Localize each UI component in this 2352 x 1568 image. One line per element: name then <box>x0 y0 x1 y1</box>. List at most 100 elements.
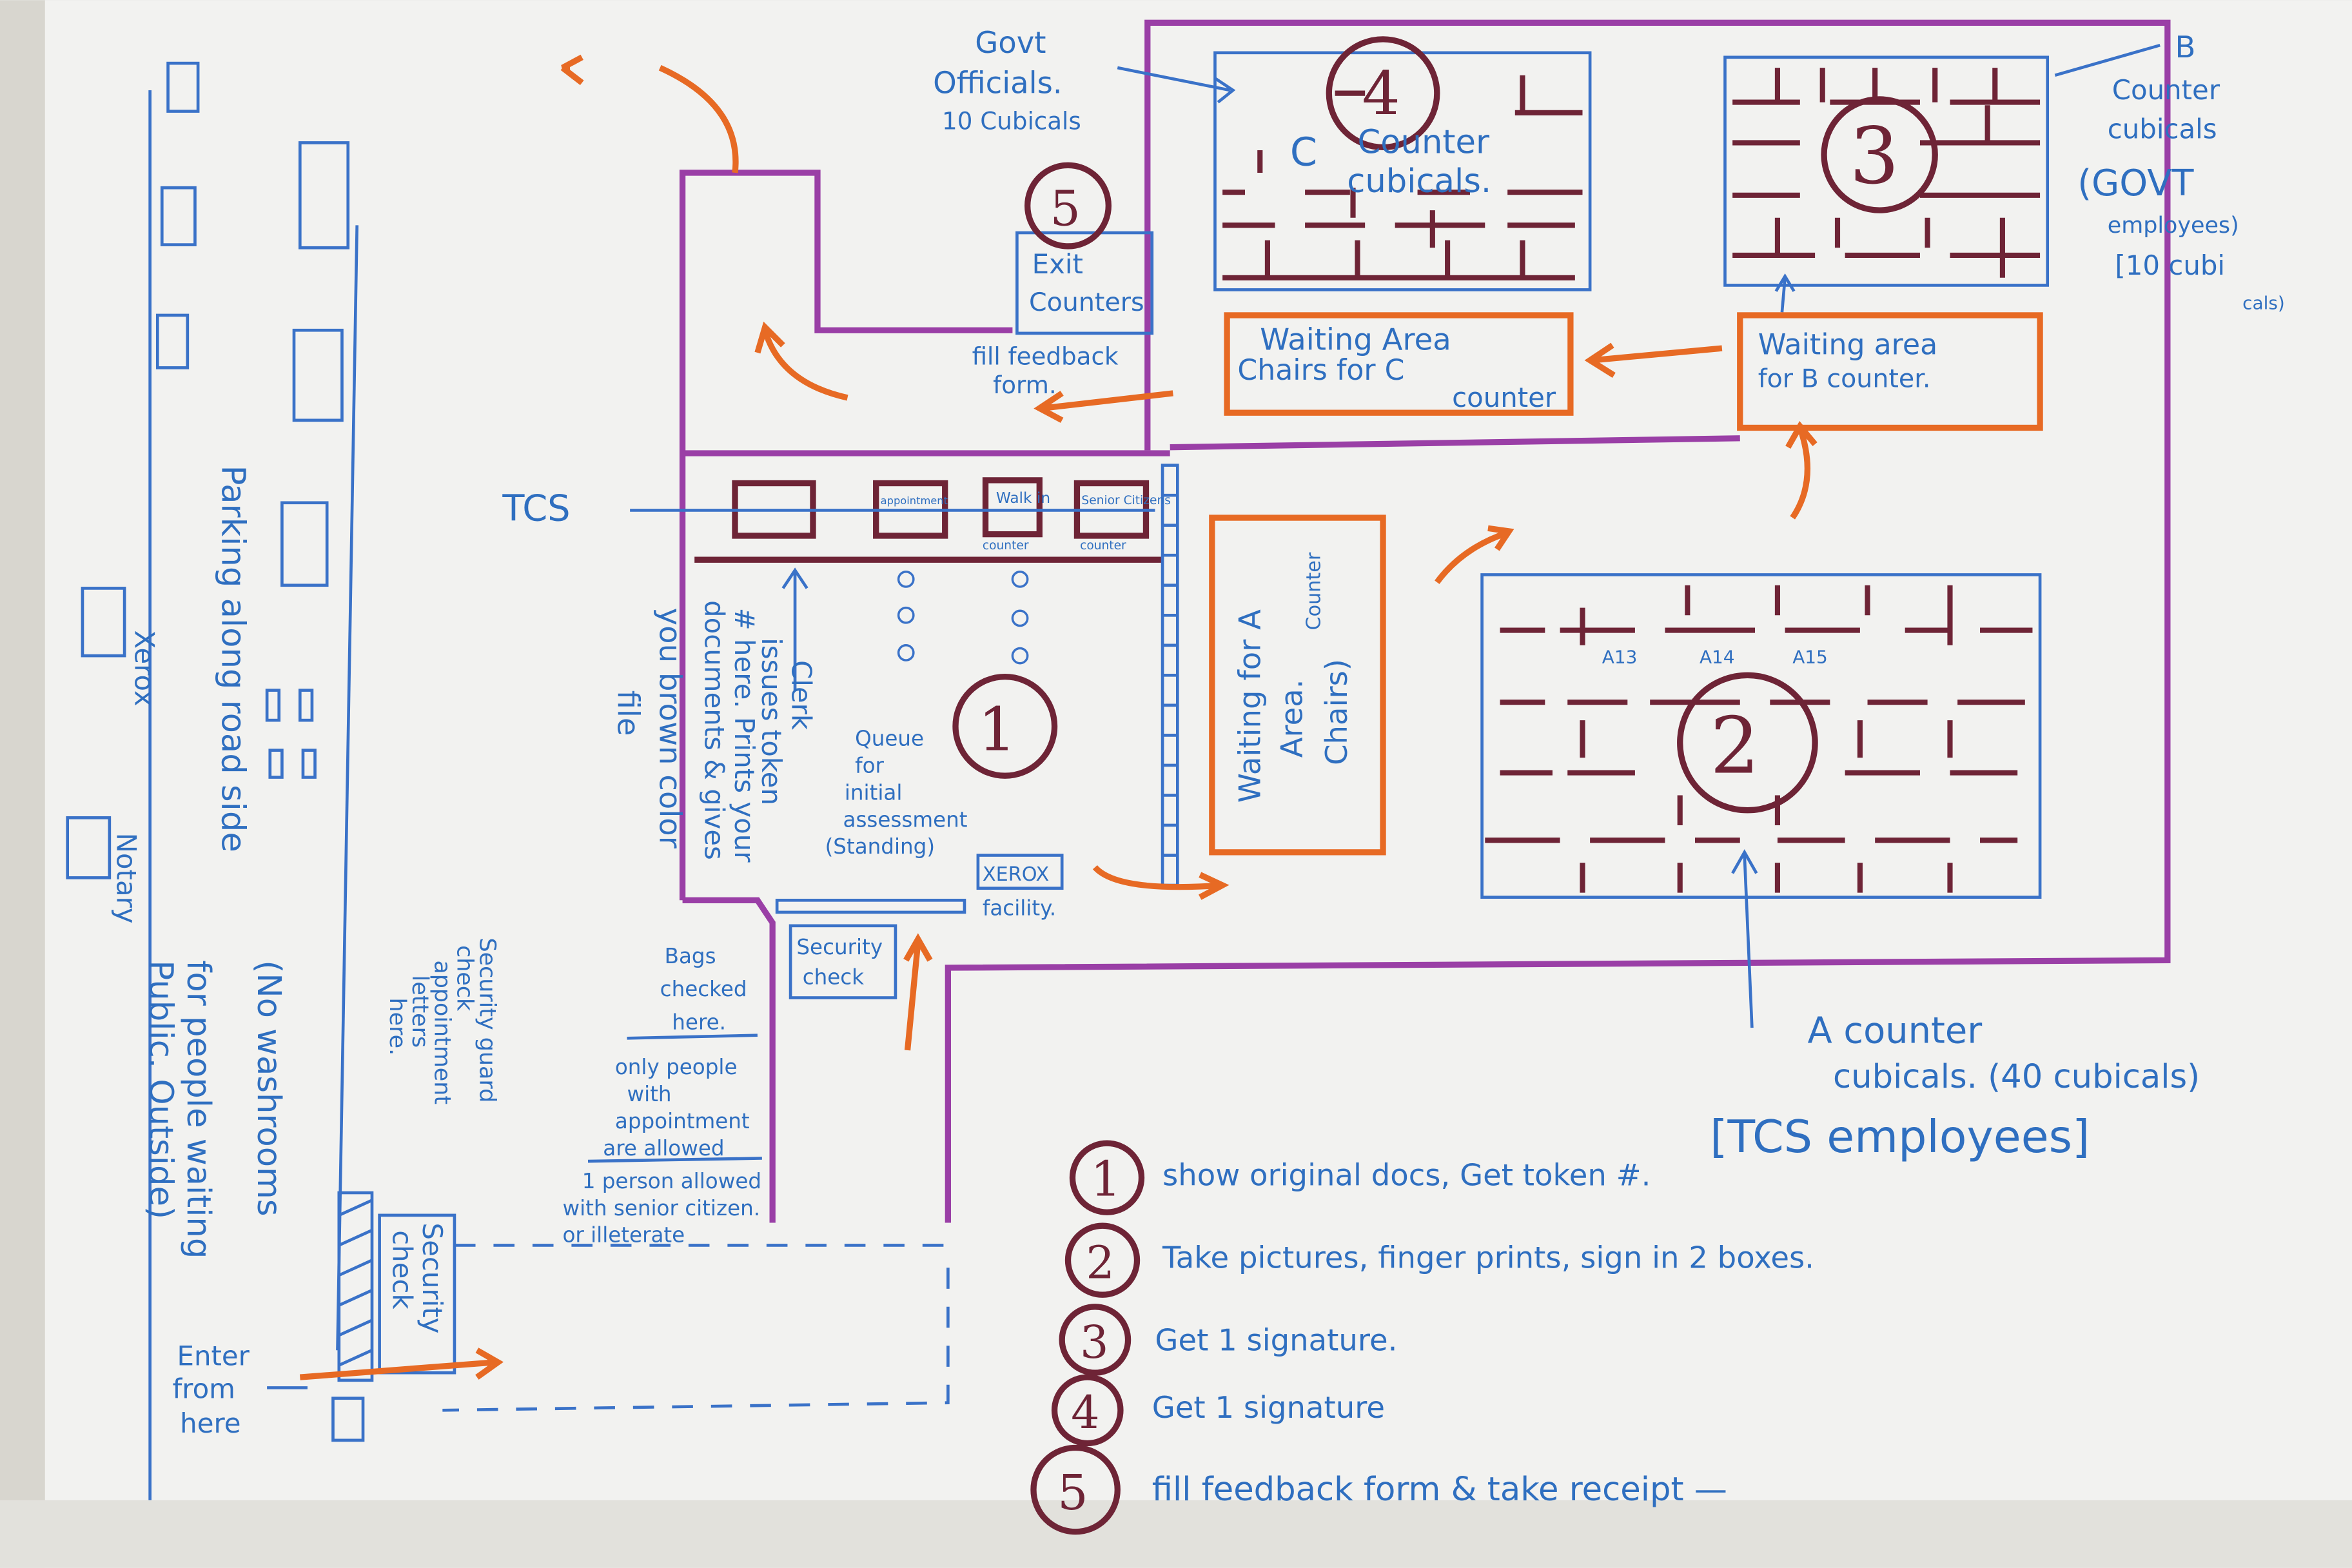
waiting-c-2: Chairs for C <box>1237 354 1404 387</box>
waiting-b-2: for B counter. <box>1758 364 1931 394</box>
zone-number-1: 1 <box>978 695 1016 765</box>
arrow-b-to-c <box>1584 342 1723 378</box>
arrow-c-to-exit <box>1034 390 1173 423</box>
security-check-label: Security <box>796 935 883 959</box>
enter-note-1: Enter <box>177 1340 250 1372</box>
exit-counters-1: Exit <box>1032 248 1083 280</box>
security-check-gate-label-2: check <box>387 1230 418 1309</box>
security-check-label-2: check <box>803 965 864 990</box>
waiting-c-1: Waiting Area <box>1260 322 1451 357</box>
security-check-box <box>789 924 897 999</box>
b-note-1: B <box>2175 30 2195 64</box>
zone-3-b-counter <box>1723 43 2161 313</box>
waiting-c-3: counter <box>1452 382 1556 413</box>
govt-officials-1: Govt <box>975 25 1046 60</box>
waiting-a-label-4: Counter <box>1302 552 1325 630</box>
exit-counters-2: Counters <box>1029 288 1144 317</box>
step-4: 4 Get 1 signature <box>1051 1374 1385 1447</box>
clerk-note-3: # here. Prints your <box>729 608 760 863</box>
steps-legend: 1 show original docs, Get token #. 2 Tak… <box>1030 1140 1814 1535</box>
step-2-number: 2 <box>1086 1237 1114 1289</box>
zone-1-tcs-hall <box>630 464 1230 1051</box>
cubicle-a13: A13 <box>1602 647 1638 668</box>
bags-note-1: Bags <box>665 944 716 968</box>
zone-number-5: 5 <box>1050 181 1081 237</box>
senior-counter-label: Senior Citizens <box>1081 494 1171 507</box>
b-note-7: cals) <box>2242 293 2285 314</box>
one-person-note-3: or illeterate <box>562 1223 685 1248</box>
zone-number-4: 4 <box>1362 59 1400 128</box>
queue-note-2: for <box>855 754 884 778</box>
step-4-text: Get 1 signature <box>1152 1390 1385 1425</box>
exit-counters-box <box>1015 231 1154 335</box>
queue-note-1: Queue <box>855 727 924 751</box>
step-4-number: 4 <box>1071 1387 1099 1439</box>
appointment-counter-label: appointment <box>881 495 948 507</box>
security-check-gate-label: Security <box>416 1223 448 1334</box>
guard-note-3: appointment <box>429 960 455 1104</box>
washroom-note: (No washrooms <box>250 960 288 1216</box>
clerk-note-5: you brown color <box>653 608 688 849</box>
waiting-area-a <box>1209 514 1386 856</box>
clerk-note-4: documents & gives <box>698 600 730 860</box>
govt-officials-2: Officials. <box>933 66 1063 101</box>
a-counter-label-3: [TCS employees] <box>1710 1111 2090 1163</box>
walk-in-counter-label: Walk in <box>996 489 1050 507</box>
guard-note-1: Security guard <box>474 937 500 1102</box>
c-counter-label-1: Counter <box>1358 123 1490 162</box>
bags-note-3: here. <box>672 1010 726 1034</box>
notary-outside: Notary <box>110 833 142 924</box>
zone-number-2: 2 <box>1710 701 1759 792</box>
step-1-text: show original docs, Get token #. <box>1162 1157 1651 1192</box>
parking-note: Parking along road side <box>213 466 252 852</box>
appointment-note-4: are allowed <box>603 1136 724 1161</box>
b-note-2: Counter <box>2112 74 2220 106</box>
a-counter-label-1: A counter <box>1807 1010 1982 1052</box>
step-5-text: fill feedback form & take receipt — <box>1152 1470 1727 1509</box>
clerk-note-2: issues token <box>756 638 787 805</box>
step-5-number: 5 <box>1057 1465 1088 1521</box>
one-person-note-2: with senior citizen. <box>562 1196 760 1220</box>
appointment-note-2: with <box>627 1082 671 1106</box>
c-counter-label-c: C <box>1290 130 1317 175</box>
step-1-number: 1 <box>1090 1152 1121 1208</box>
step-2: 2 Take pictures, finger prints, sign in … <box>1064 1222 1814 1298</box>
fill-feedback-2: form. <box>993 371 1057 399</box>
waiting-area-b <box>1737 312 2043 431</box>
building-walls <box>560 19 2171 1223</box>
b-note-5: employees) <box>2108 213 2239 239</box>
fill-feedback-1: fill feedback <box>972 342 1119 371</box>
table-edge-bottom <box>0 1500 2352 1568</box>
xerox-facility-label: facility. <box>983 896 1056 921</box>
walk-in-counter-sub: counter <box>983 539 1029 553</box>
appointment-note-3: appointment <box>615 1109 750 1133</box>
step-3-number: 3 <box>1080 1317 1108 1369</box>
step-3-text: Get 1 signature. <box>1155 1322 1397 1357</box>
b-note-3: cubicals <box>2108 113 2217 144</box>
zone-number-3: 3 <box>1850 111 1899 202</box>
step-2-text: Take pictures, finger prints, sign in 2 … <box>1162 1240 1814 1275</box>
parking-note-2: for people waiting <box>179 960 218 1259</box>
step-1: 1 show original docs, Get token #. <box>1069 1140 1651 1215</box>
queue-note-3: initial <box>845 780 903 805</box>
queue-note-5: (Standing) <box>825 834 935 859</box>
govt-officials-3: 10 Cubicals <box>942 106 1081 135</box>
zone-4-c-counter <box>1117 36 1592 291</box>
clerk-note-1: Clerk <box>785 660 817 730</box>
b-note-6: [10 cubi <box>2115 250 2225 281</box>
cubicle-a15: A15 <box>1792 647 1828 668</box>
bags-note-2: checked <box>660 977 747 1001</box>
enter-note-2: from <box>173 1373 235 1405</box>
c-counter-label-2: cubicals. <box>1347 162 1491 201</box>
queue-note-4: assessment <box>843 807 968 832</box>
one-person-note-1: 1 person allowed <box>582 1169 761 1193</box>
clerk-note-6: file <box>611 691 646 736</box>
cubicle-a14: A14 <box>1700 647 1735 668</box>
xerox-outside: Xerox <box>128 631 160 707</box>
xerox-box-label: XEROX <box>983 863 1049 886</box>
senior-counter-sub: counter <box>1080 539 1126 553</box>
waiting-a-label-2: Area. <box>1274 679 1309 758</box>
appointment-note-1: only people <box>615 1055 738 1079</box>
washroom-note-2: Public. Outside) <box>142 960 181 1219</box>
